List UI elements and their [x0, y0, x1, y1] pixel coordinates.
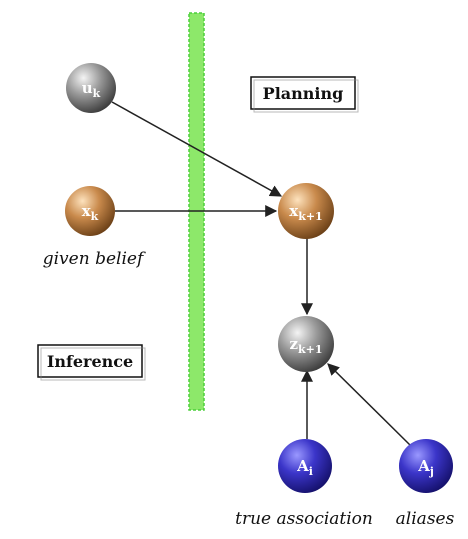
node-ai-label: A	[296, 457, 309, 475]
node-zk1: zk+1	[278, 316, 334, 372]
inference-label: Inference	[47, 352, 133, 371]
planning-box: Planning	[250, 76, 359, 113]
node-uk-sub: k	[93, 87, 101, 100]
svg-text:Ai: Ai	[296, 457, 313, 478]
svg-text:Aj: Aj	[417, 457, 434, 478]
svg-text:zk+1: zk+1	[289, 335, 322, 356]
node-uk-label: u	[82, 79, 93, 97]
inference-box: Inference	[37, 344, 146, 381]
node-xk-sub: k	[91, 210, 99, 223]
node-ai: Ai	[278, 439, 332, 493]
edge-uk-to-xk1	[111, 101, 283, 197]
node-uk: uk	[66, 63, 116, 113]
node-zk1-sub: k+1	[298, 343, 323, 356]
edge-aj-to-zk1	[327, 363, 411, 446]
node-xk1-label: x	[289, 202, 299, 220]
svg-text:uk: uk	[82, 79, 101, 100]
caption-aliases: aliases	[396, 509, 455, 529]
node-xk-label: x	[82, 202, 92, 220]
node-xk1-sub: k+1	[298, 210, 323, 223]
caption-given-belief: given belief	[43, 249, 146, 269]
node-aj: Aj	[399, 439, 453, 493]
svg-text:xk: xk	[82, 202, 99, 223]
svg-text:xk+1: xk+1	[289, 202, 322, 223]
planning-label: Planning	[263, 84, 344, 103]
node-xk1: xk+1	[278, 183, 334, 239]
node-aj-label: A	[417, 457, 430, 475]
caption-true-association: true association	[235, 509, 373, 529]
node-zk1-label: z	[289, 335, 298, 353]
node-xk: xk	[65, 186, 115, 236]
node-ai-sub: i	[309, 465, 313, 478]
node-aj-sub: j	[429, 465, 434, 478]
